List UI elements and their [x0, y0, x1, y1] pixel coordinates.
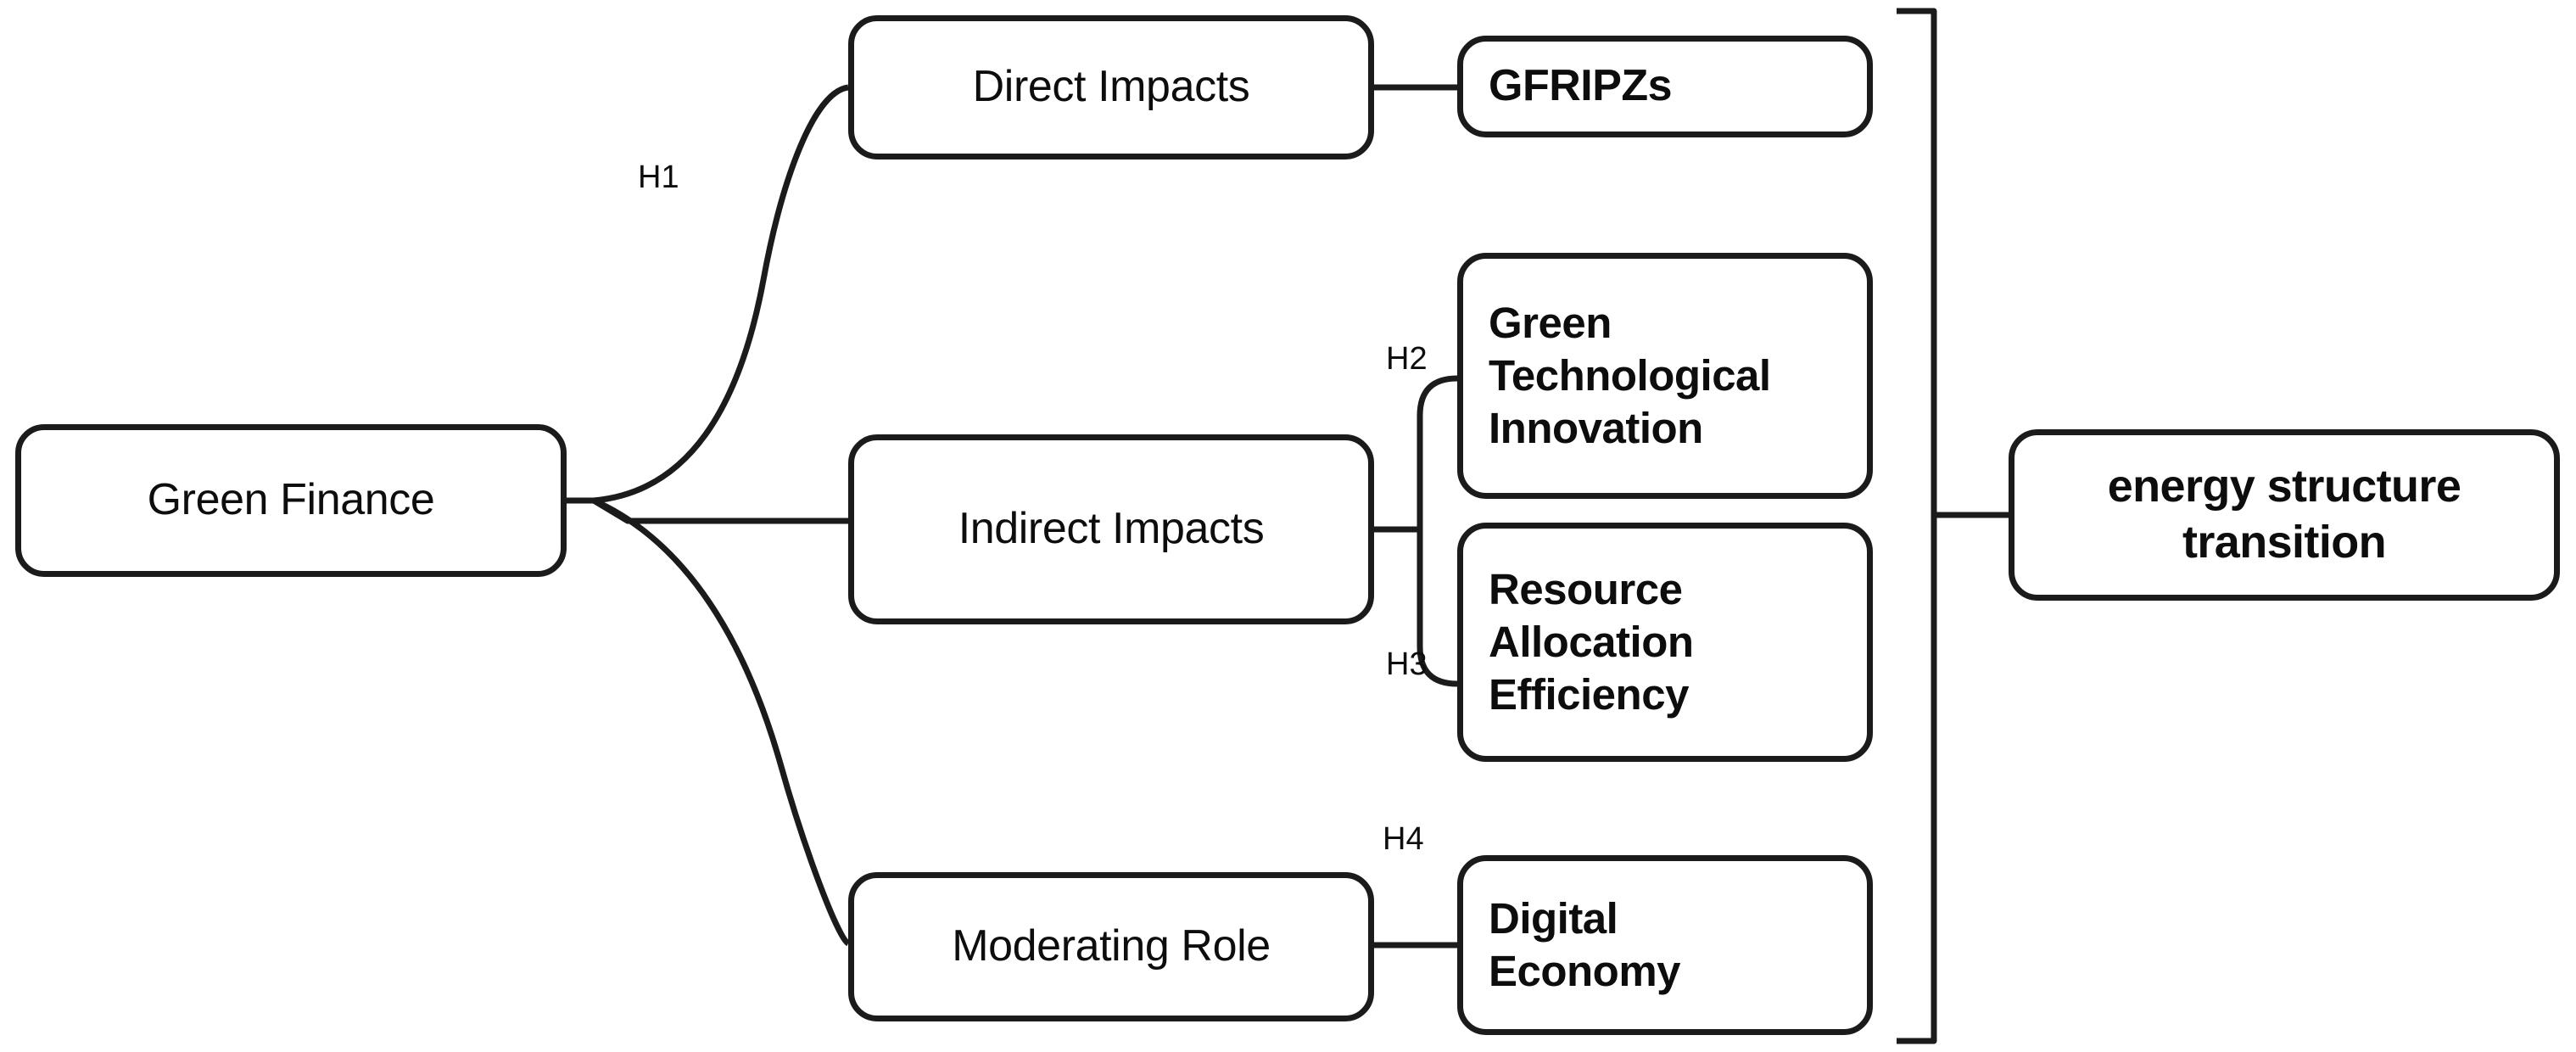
node-resource-allocation-efficiency-label: Resource Allocation Efficiency	[1489, 564, 1694, 719]
grouping-bracket	[1897, 8, 1937, 1044]
node-direct-impacts-label: Direct Impacts	[972, 62, 1250, 112]
edge-root-to-direct	[593, 84, 849, 504]
edge-split-to-greentech	[1417, 375, 1458, 417]
edge-label-h1: H1	[638, 159, 679, 195]
node-energy-structure-transition-label: energy structure transition	[2107, 461, 2461, 568]
edge-label-h4: H4	[1383, 821, 1424, 857]
node-indirect-impacts[interactable]: Indirect Impacts	[848, 434, 1374, 624]
node-resource-allocation-efficiency[interactable]: Resource Allocation Efficiency	[1457, 523, 1873, 762]
edge-root-to-indirect	[592, 497, 848, 524]
node-direct-impacts[interactable]: Direct Impacts	[848, 15, 1374, 159]
node-green-technological-innovation-label: Green Technological Innovation	[1489, 298, 1771, 453]
node-gfripzs[interactable]: GFRIPZs	[1457, 36, 1873, 137]
node-energy-structure-transition[interactable]: energy structure transition	[2009, 429, 2560, 601]
node-moderating-role[interactable]: Moderating Role	[848, 872, 1374, 1021]
node-moderating-role-label: Moderating Role	[952, 921, 1271, 971]
node-digital-economy-label: Digital Economy	[1489, 893, 1681, 995]
node-gfripzs-label: GFRIPZs	[1489, 61, 1673, 111]
node-green-technological-innovation[interactable]: Green Technological Innovation	[1457, 253, 1873, 499]
node-green-finance[interactable]: Green Finance	[15, 424, 567, 577]
node-green-finance-label: Green Finance	[147, 475, 435, 525]
edge-root-to-moderating	[592, 497, 851, 947]
edge-label-h2: H2	[1386, 341, 1428, 377]
edge-label-h3: H3	[1386, 646, 1428, 682]
node-indirect-impacts-label: Indirect Impacts	[958, 504, 1265, 554]
node-digital-economy[interactable]: Digital Economy	[1457, 855, 1873, 1035]
